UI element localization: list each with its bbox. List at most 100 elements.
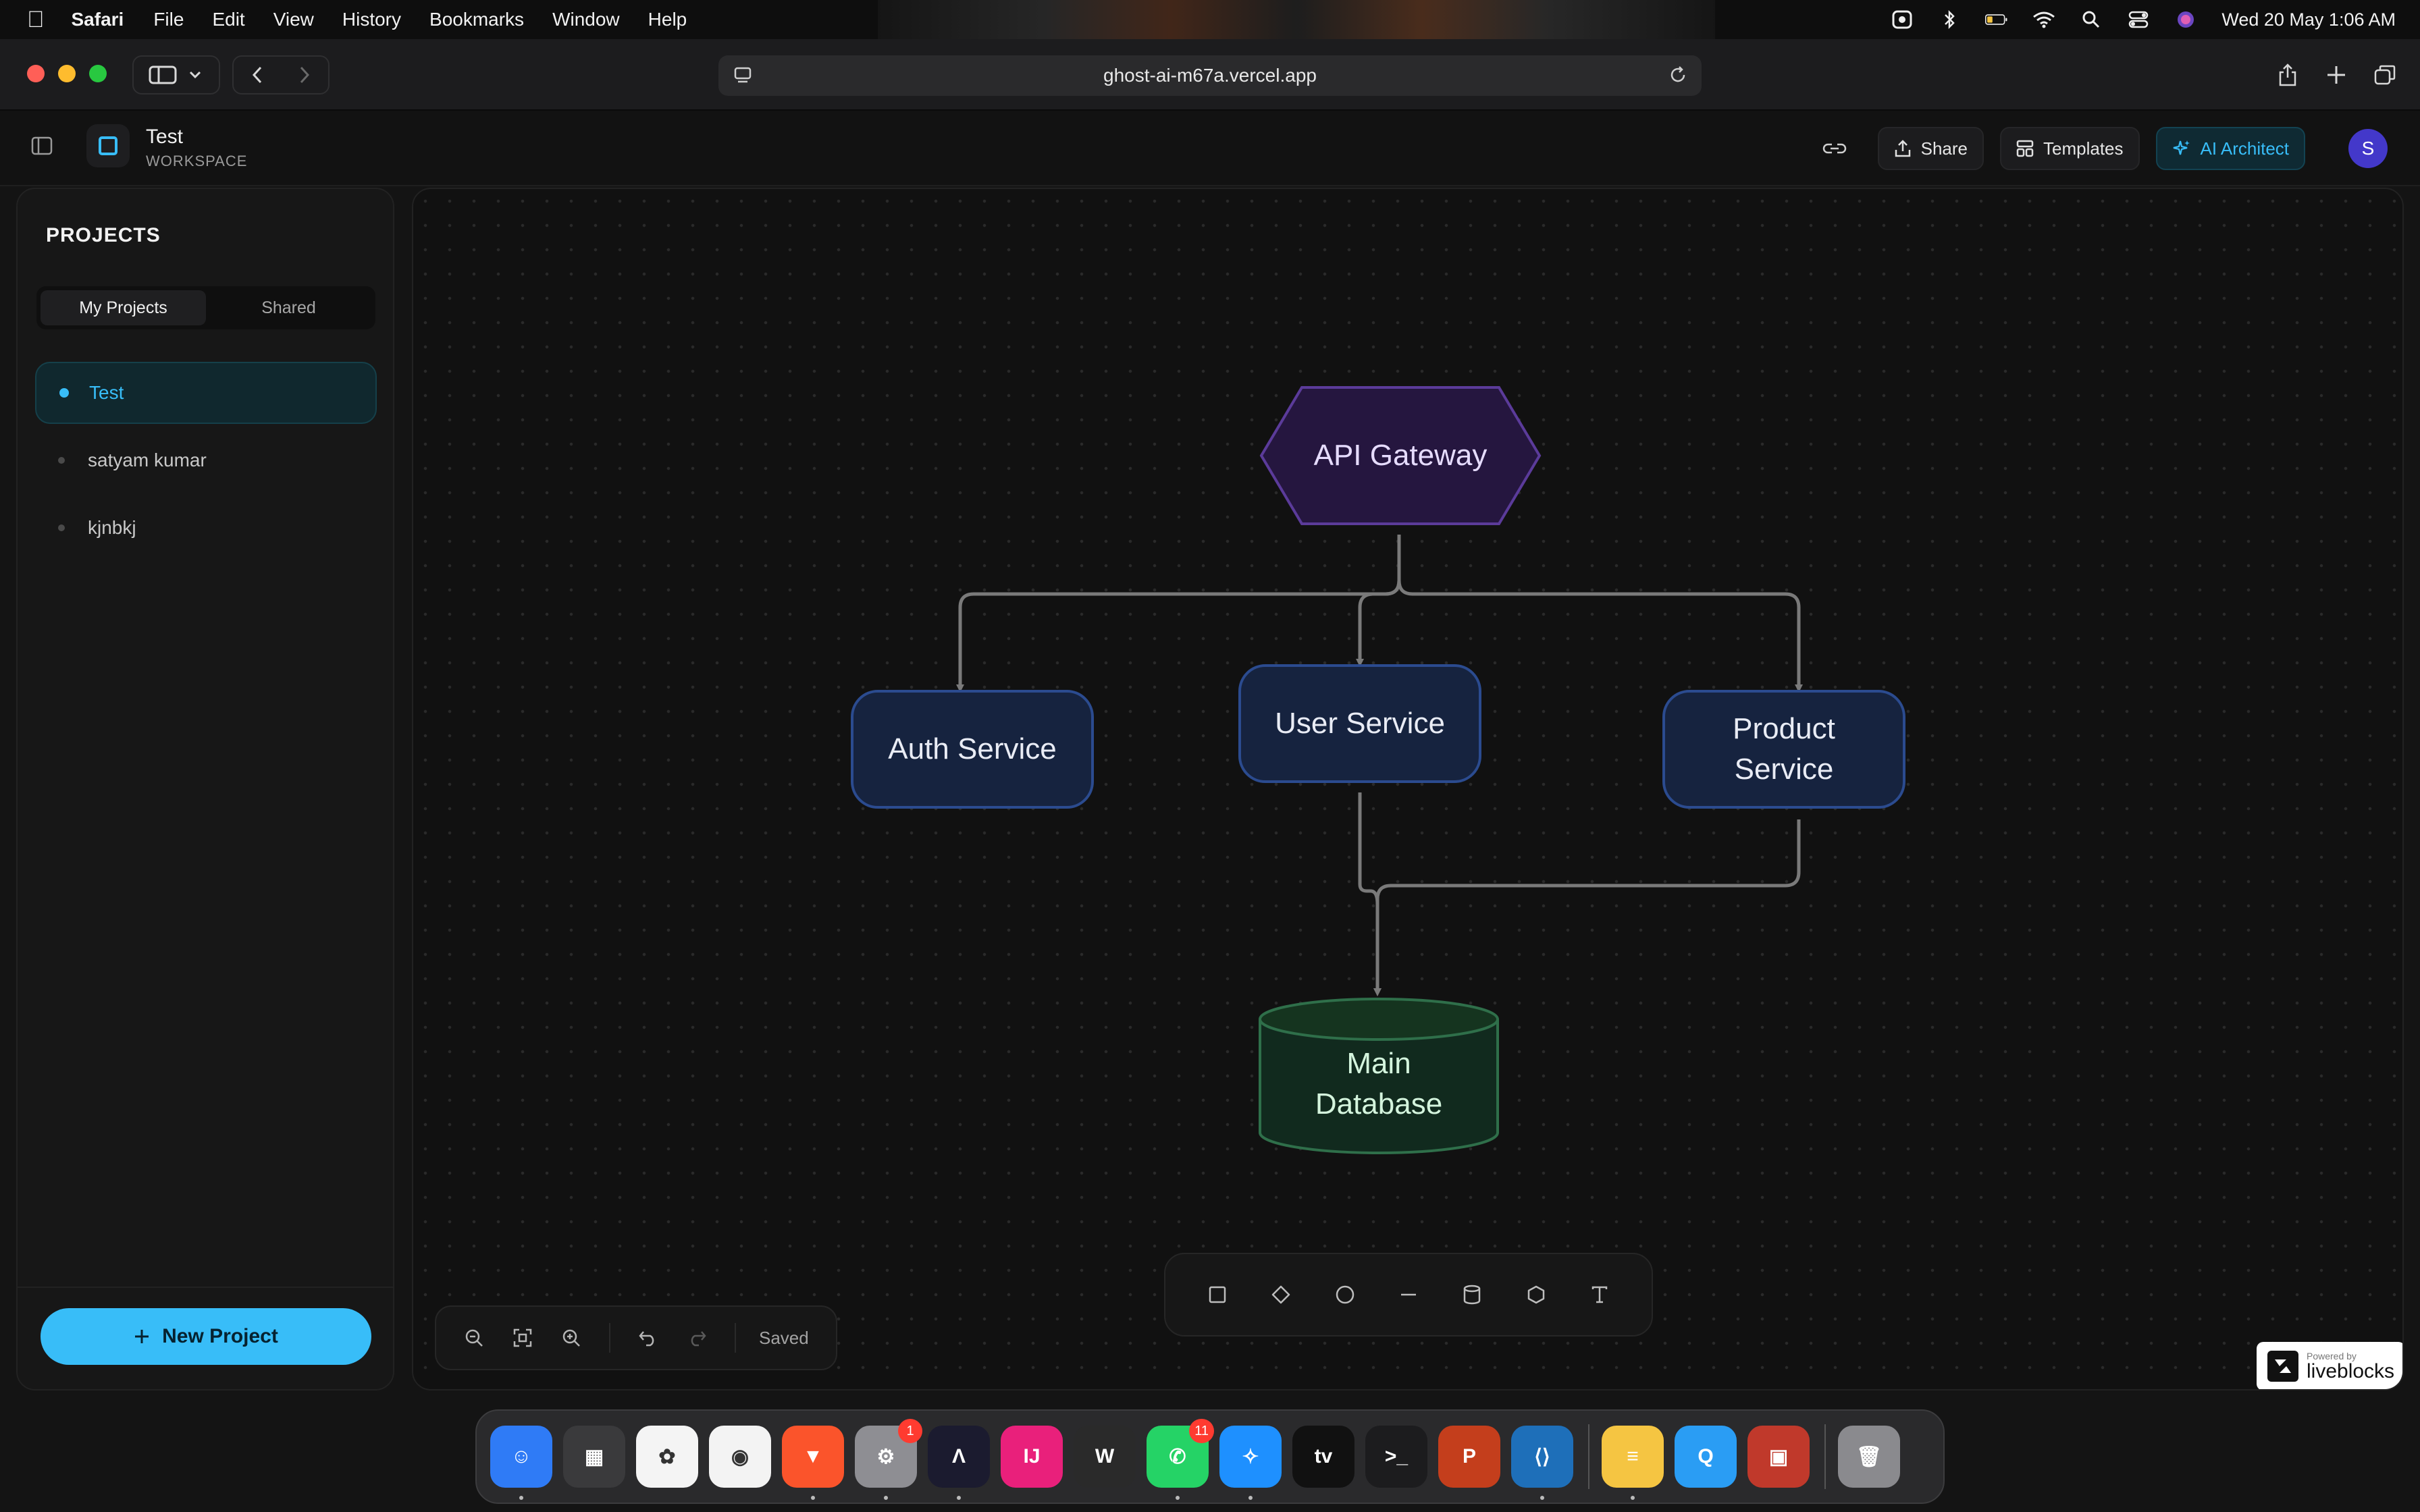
zoom-in-button[interactable] xyxy=(547,1314,596,1362)
dock-app-system-settings[interactable]: ⚙1 xyxy=(855,1419,922,1500)
templates-button-label: Templates xyxy=(2043,138,2124,159)
control-center-icon[interactable] xyxy=(2127,9,2150,30)
menu-history[interactable]: History xyxy=(325,9,401,30)
powered-by-label: Powered by xyxy=(2307,1351,2357,1361)
launchpad-icon: ▦ xyxy=(584,1445,604,1468)
liveblocks-badge[interactable]: Powered by liveblocks xyxy=(2257,1342,2402,1389)
dock-app-arc[interactable]: Λ xyxy=(928,1426,990,1500)
diamond-tool-button[interactable] xyxy=(1257,1270,1305,1319)
project-item-test[interactable]: Test xyxy=(35,362,377,424)
reload-icon[interactable] xyxy=(1668,65,1688,85)
menu-help[interactable]: Help xyxy=(631,9,687,30)
edge-gateway-product[interactable] xyxy=(1397,535,1803,693)
project-item-satyam-kumar[interactable]: satyam kumar xyxy=(35,429,377,491)
dock-app-launchpad[interactable]: ▦ xyxy=(563,1426,625,1488)
text-tool-button[interactable] xyxy=(1575,1270,1624,1319)
dock-app-vs-code[interactable]: ⟨⟩ xyxy=(1511,1426,1573,1500)
address-bar[interactable]: ghost-ai-m67a.vercel.app xyxy=(718,55,1702,96)
edge-product-database[interactable] xyxy=(1373,819,1801,996)
diagram-edges xyxy=(956,535,1803,996)
battery-icon[interactable] xyxy=(1985,9,2008,30)
canvas-controls: Saved xyxy=(435,1305,837,1370)
fit-view-button[interactable] xyxy=(498,1314,547,1362)
siri-icon[interactable] xyxy=(2174,9,2197,30)
redo-button[interactable] xyxy=(673,1314,721,1362)
menu-file[interactable]: File xyxy=(136,9,184,30)
menu-bookmarks[interactable]: Bookmarks xyxy=(412,9,524,30)
dock-app-chrome[interactable]: ◉ xyxy=(709,1426,771,1488)
share-icon xyxy=(2279,63,2296,86)
dock-app-finder[interactable]: ☺ xyxy=(490,1426,552,1500)
dock-app-powerpoint[interactable]: P xyxy=(1438,1426,1500,1488)
user-avatar[interactable]: S xyxy=(2348,129,2388,168)
site-settings-icon[interactable] xyxy=(733,66,752,85)
dock-app-trash[interactable]: 🗑 xyxy=(1838,1426,1900,1488)
ai-architect-button[interactable]: AI Architect xyxy=(2155,127,2305,170)
menu-app-name[interactable]: Safari xyxy=(54,9,124,30)
toggle-sidebar-button[interactable] xyxy=(31,136,53,159)
upload-icon xyxy=(1895,140,1910,157)
running-indicator xyxy=(1540,1496,1544,1500)
dock-app-quicktime[interactable]: Q xyxy=(1675,1426,1737,1488)
dock-app-photo-booth[interactable]: ▣ xyxy=(1747,1426,1810,1488)
dock-app-brave[interactable]: ▼ xyxy=(782,1426,844,1500)
minimize-window-button[interactable] xyxy=(58,65,76,82)
wifi-icon[interactable] xyxy=(2032,9,2055,30)
dock-app-notes[interactable]: ≡ xyxy=(1602,1426,1664,1500)
dock-app-safari[interactable]: ✧ xyxy=(1219,1426,1282,1500)
back-button[interactable] xyxy=(234,57,281,93)
new-tab-button[interactable] xyxy=(2321,55,2351,94)
hexagon-tool-button[interactable] xyxy=(1512,1270,1560,1319)
node-api-gateway[interactable]: API Gateway xyxy=(1259,385,1542,526)
node-user-service[interactable]: User Service xyxy=(1238,664,1481,783)
shape-toolbar xyxy=(1164,1253,1653,1336)
dock-app-intellij[interactable]: IJ xyxy=(1001,1426,1063,1488)
close-window-button[interactable] xyxy=(27,65,45,82)
screen-mirror-icon[interactable] xyxy=(1891,9,1914,30)
redo-icon xyxy=(691,1331,706,1347)
menu-view[interactable]: View xyxy=(256,9,314,30)
menu-window[interactable]: Window xyxy=(535,9,620,30)
dock-app-photos[interactable]: ✿ xyxy=(636,1426,698,1488)
zoom-window-button[interactable] xyxy=(89,65,107,82)
edge-gateway-user[interactable] xyxy=(1356,535,1401,667)
share-button[interactable]: Share xyxy=(1877,127,1984,170)
bluetooth-icon[interactable] xyxy=(1938,9,1961,30)
tab-my-projects[interactable]: My Projects xyxy=(41,290,206,325)
apple-icon[interactable]:  xyxy=(27,7,45,33)
zoom-out-button[interactable] xyxy=(450,1314,498,1362)
node-auth-service[interactable]: Auth Service xyxy=(851,690,1094,809)
new-project-button[interactable]: New Project xyxy=(41,1308,371,1365)
menubar-clock[interactable]: Wed 20 May 1:06 AM xyxy=(2221,9,2396,30)
cylinder-tool-button[interactable] xyxy=(1448,1270,1496,1319)
forward-button[interactable] xyxy=(281,57,328,93)
edge-user-database[interactable] xyxy=(1358,792,1382,996)
node-product-service[interactable]: Product Service xyxy=(1662,690,1905,809)
bullet-icon xyxy=(58,524,65,531)
share-page-button[interactable] xyxy=(2273,55,2303,94)
search-icon[interactable] xyxy=(2080,9,2103,30)
project-item-kjnbkj[interactable]: kjnbkj xyxy=(35,497,377,559)
tab-shared[interactable]: Shared xyxy=(261,298,316,317)
dock-app-terminal[interactable]: >_ xyxy=(1365,1426,1427,1488)
sparkles-icon xyxy=(2173,140,2190,155)
tab-overview-button[interactable] xyxy=(2370,55,2400,94)
copy-link-button[interactable] xyxy=(1814,127,1855,170)
sidebar-divider xyxy=(18,1287,393,1288)
browser-sidebar-toggle[interactable] xyxy=(132,55,220,94)
project-tabs: My Projects Shared xyxy=(36,286,375,329)
undo-button[interactable] xyxy=(624,1314,673,1362)
line-tool-button[interactable] xyxy=(1384,1270,1433,1319)
dock-app-whatsapp[interactable]: ✆11 xyxy=(1147,1419,1214,1500)
templates-button[interactable]: Templates xyxy=(2000,127,2140,170)
node-main-database[interactable]: Main Database xyxy=(1257,996,1500,1156)
dock-app-tv[interactable]: tv xyxy=(1292,1426,1354,1488)
running-indicator xyxy=(1631,1496,1635,1500)
running-indicator xyxy=(1176,1496,1180,1500)
liveblocks-logo-icon xyxy=(2267,1351,2298,1382)
diagram-canvas[interactable]: API Gateway Auth Service User Service Pr… xyxy=(412,188,2404,1390)
circle-tool-button[interactable] xyxy=(1321,1270,1369,1319)
dock-app-warp[interactable]: W xyxy=(1074,1426,1136,1488)
rectangle-tool-button[interactable] xyxy=(1193,1270,1242,1319)
menu-edit[interactable]: Edit xyxy=(194,9,244,30)
